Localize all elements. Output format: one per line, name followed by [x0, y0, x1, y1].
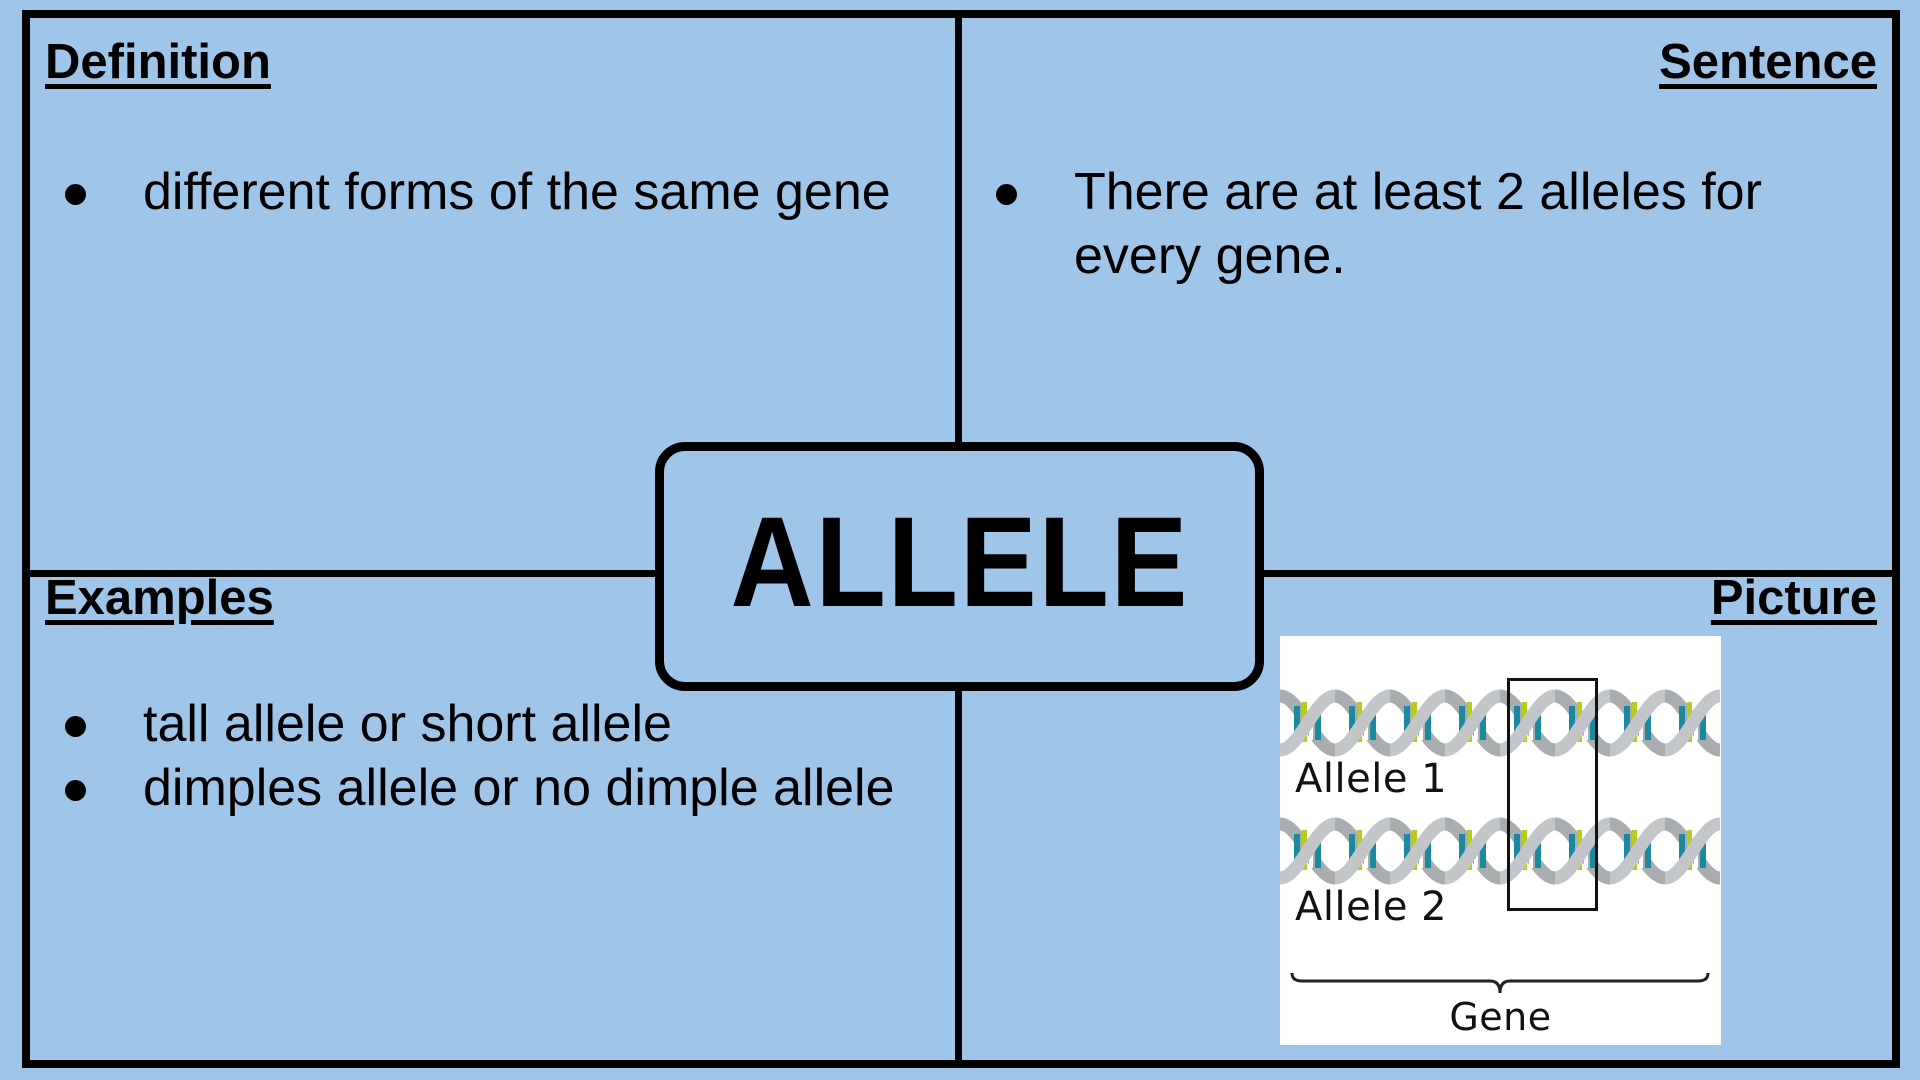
- sentence-item: There are at least 2 alleles for every g…: [996, 160, 1874, 288]
- dna-helix-icon: [1280, 688, 1721, 758]
- dna-allele-diagram: Allele 1 Allele 2 Gene: [1280, 636, 1721, 1045]
- allele-1-label: Allele 1: [1295, 756, 1448, 802]
- gene-label: Gene: [1449, 995, 1552, 1039]
- sentence-text: There are at least 2 alleles for every g…: [1074, 163, 1762, 285]
- sentence-heading: Sentence: [1659, 35, 1877, 89]
- sentence-list: There are at least 2 alleles for every g…: [996, 160, 1874, 288]
- example-text: dimples allele or no dimple allele: [143, 759, 895, 817]
- dna-helix-icon: [1280, 816, 1721, 886]
- example-item: tall allele or short allele: [65, 692, 943, 756]
- curly-brace-icon: [1290, 972, 1710, 994]
- bullet-icon: [996, 184, 1017, 205]
- term-title: ALLELE: [730, 490, 1189, 634]
- examples-heading: Examples: [45, 571, 274, 625]
- example-text: tall allele or short allele: [143, 695, 672, 753]
- definition-text: different forms of the same gene: [143, 163, 891, 221]
- allele-2-label: Allele 2: [1295, 884, 1448, 930]
- bullet-icon: [65, 716, 86, 737]
- bullet-icon: [65, 780, 86, 801]
- bullet-icon: [65, 184, 86, 205]
- definition-item: different forms of the same gene: [65, 160, 943, 224]
- picture-heading: Picture: [1710, 571, 1877, 625]
- gene-highlight-box: [1507, 678, 1598, 911]
- definition-heading: Definition: [45, 35, 271, 89]
- examples-list: tall allele or short allele dimples alle…: [65, 692, 943, 820]
- term-box: ALLELE: [655, 442, 1264, 691]
- definition-list: different forms of the same gene: [65, 160, 943, 224]
- example-item: dimples allele or no dimple allele: [65, 756, 943, 820]
